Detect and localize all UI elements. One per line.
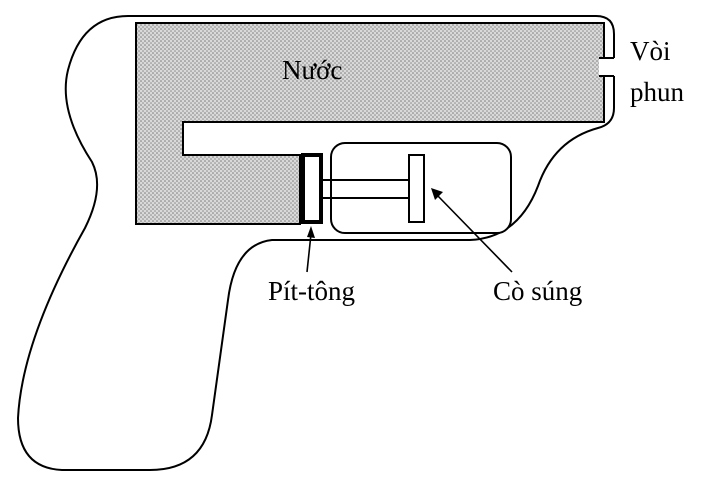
pointer-arrowhead-piston bbox=[307, 226, 315, 238]
piston-head bbox=[301, 153, 323, 224]
nozzle-gap bbox=[599, 58, 617, 76]
label-nozzle-line2: phun bbox=[630, 77, 684, 107]
label-nozzle-line1: Vòi bbox=[630, 36, 671, 66]
label-piston: Pít-tông bbox=[268, 276, 356, 306]
pointer-arrowhead-trigger bbox=[431, 188, 443, 200]
pointer-line-trigger bbox=[436, 194, 513, 273]
label-water: Nước bbox=[282, 55, 343, 85]
label-trigger: Cò súng bbox=[493, 276, 583, 306]
pointer-line-piston bbox=[306, 233, 312, 273]
trigger-plate bbox=[408, 154, 425, 223]
